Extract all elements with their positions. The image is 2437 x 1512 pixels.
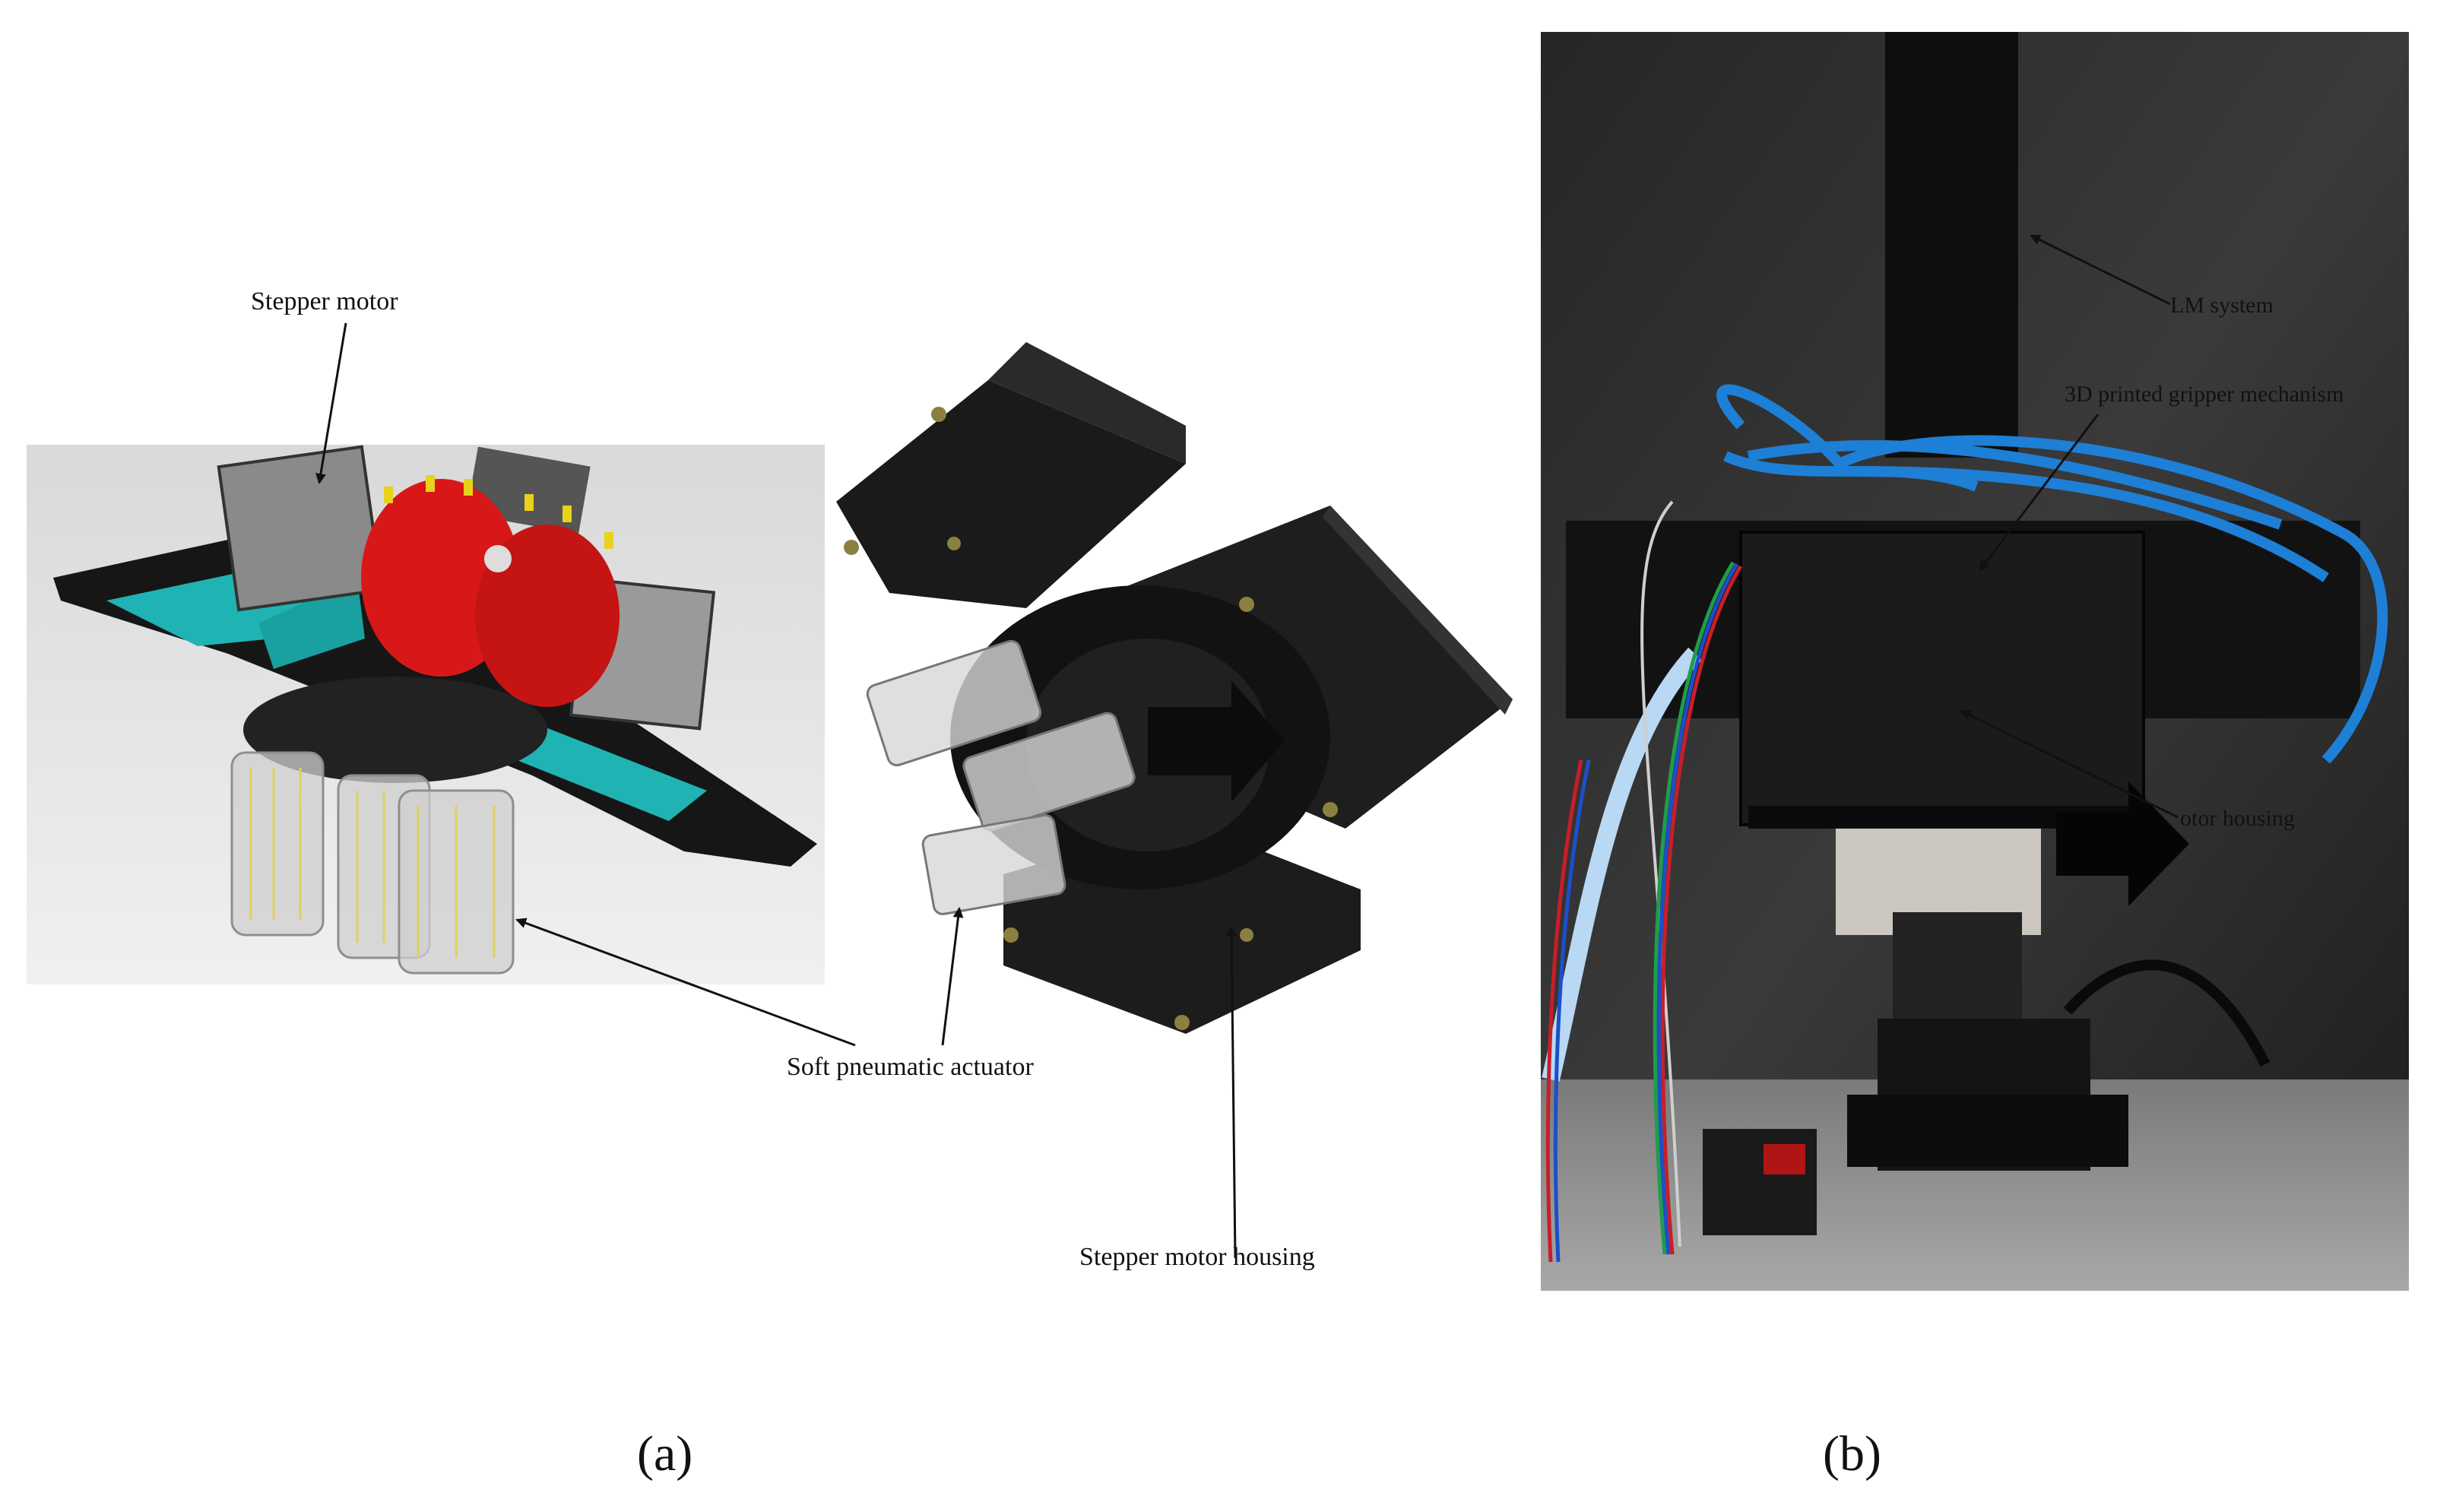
clear-tube xyxy=(1542,647,1702,1082)
red-gear-right xyxy=(475,525,620,707)
housing-top-block xyxy=(836,380,1186,608)
gripper-box xyxy=(1739,531,2145,826)
motor-wires xyxy=(1545,561,1743,1263)
leader-actuator-1 xyxy=(515,918,856,1047)
cyan-bracket-right xyxy=(517,722,707,821)
label-soft-pneumatic-actuator: Soft pneumatic actuator xyxy=(787,1053,1034,1081)
direction-arrow-photo xyxy=(2056,781,2189,906)
caption-b: (b) xyxy=(1823,1426,1881,1482)
leader-housing-photo xyxy=(1960,709,2179,819)
photo-setup xyxy=(1541,32,2409,1291)
label-stepper-motor: Stepper motor xyxy=(251,287,398,315)
housing-render xyxy=(836,342,1513,1034)
leader-lines-b xyxy=(1960,234,2179,819)
pneumatic-tubes xyxy=(1716,384,2388,764)
lm-system-rail xyxy=(1885,32,2018,458)
direction-arrow-render xyxy=(1148,680,1285,802)
label-stepper-motor-housing: Stepper motor housing xyxy=(1079,1243,1315,1271)
label-motor-housing-photo: otor housing xyxy=(2180,806,2295,831)
leader-housing xyxy=(1226,926,1238,1259)
label-lm-system: LM system xyxy=(2170,293,2274,318)
caption-a: (a) xyxy=(637,1426,693,1482)
leader-gripper xyxy=(1979,414,2099,572)
cad-render-assembly xyxy=(27,445,825,984)
leader-actuator-2 xyxy=(941,907,964,1046)
label-gripper-mechanism: 3D printed gripper mechanism xyxy=(2065,382,2344,407)
leader-lines-a xyxy=(315,322,1238,1259)
leader-lm-system xyxy=(2030,234,2171,306)
stepper-motor-left xyxy=(217,445,384,612)
leader-stepper-motor xyxy=(315,322,347,484)
